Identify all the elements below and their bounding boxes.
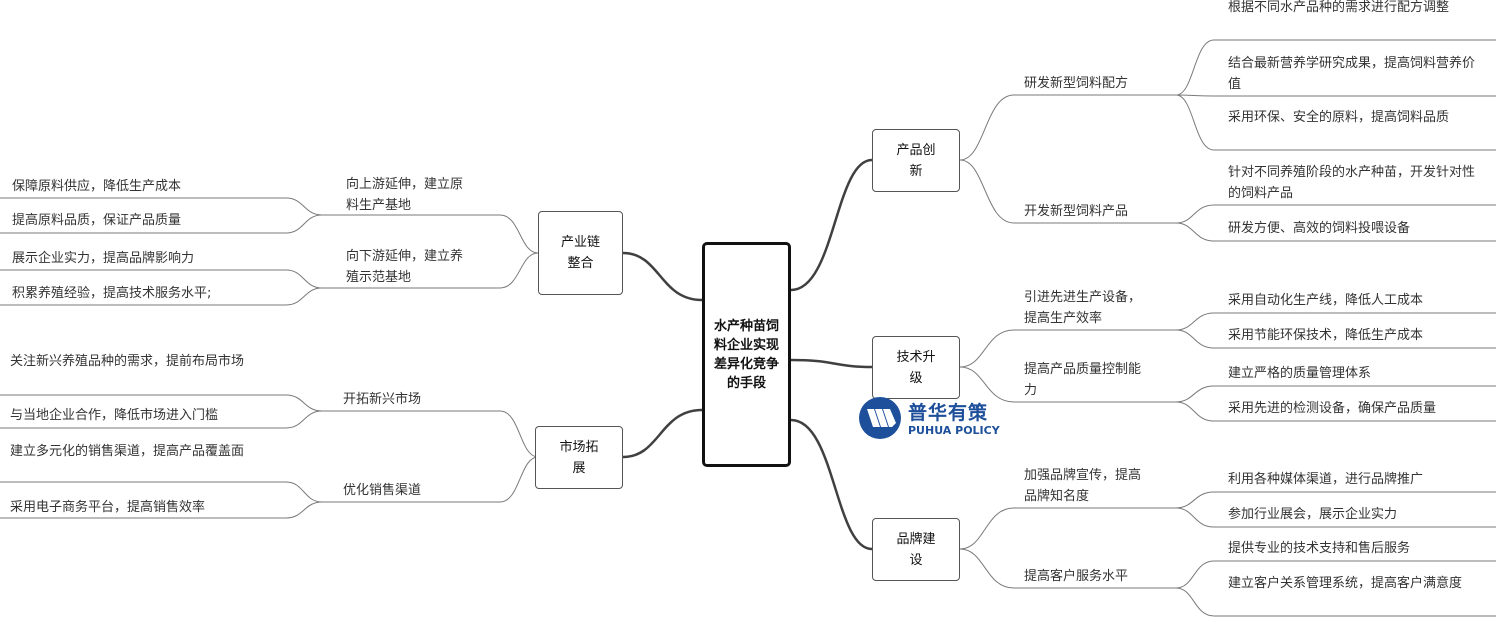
logo-chinese-text: 普华有策: [908, 402, 989, 424]
leaf-item: 针对不同养殖阶段的水产种苗，开发针对性的饲料产品: [1228, 165, 1476, 201]
leaf-item: 采用环保、安全的原料，提高饲料品质: [1228, 110, 1450, 125]
main-connector-1: [790, 358, 873, 369]
leaf-item: 展示企业实力，提高品牌影响力: [12, 251, 195, 266]
branch-connector-43: [499, 214, 539, 254]
leaf-item: 结合最新营养学研究成果，提高饲料营养价值: [1228, 56, 1476, 92]
subtopic-brand-promotion: 加强品牌宣传，提高品牌知名度: [1024, 468, 1142, 504]
leaf-connector-33: [1175, 401, 1215, 422]
leaf-connector-53: [285, 214, 323, 234]
main-connector-4: [622, 408, 703, 459]
leaf-item: 采用自动化生产线，降低人工成本: [1228, 293, 1424, 308]
leaf-item: 提供专业的技术支持和售后服务: [1228, 541, 1411, 556]
leaf-connector-57: [285, 287, 323, 306]
leaf-item: 保障原料供应，降低生产成本: [12, 179, 182, 194]
branch-connector-9: [959, 329, 1015, 368]
subtopic-equipment: 引进先进生产设备，提高生产效率: [1024, 290, 1142, 326]
leaf-connector-59: [285, 394, 323, 412]
leaf-item: 采用先进的检测设备，确保产品质量: [1228, 401, 1437, 416]
branch-connector-15: [959, 548, 1015, 589]
main-connector-3: [622, 251, 703, 302]
leaf-connector-35: [1175, 491, 1215, 509]
leaf-connector-21: [1175, 94, 1215, 151]
topic-product-innovation: 产品创新: [872, 129, 960, 192]
leaf-item: 研发方便、高效的饲料投喂设备: [1228, 221, 1411, 236]
topic-industry-chain: 产业链整合: [538, 211, 623, 295]
puhua-policy-logo: 普华有策 PUHUA POLICY: [858, 396, 1008, 444]
leaf-item: 利用各种媒体渠道，进行品牌推广: [1228, 472, 1424, 487]
leaf-item: 建立客户关系管理系统，提高客户满意度: [1228, 576, 1463, 591]
leaf-item: 与当地企业合作，降低市场进入门槛: [10, 408, 219, 423]
leaf-connector-25: [1175, 222, 1215, 242]
leaf-item: 建立严格的质量管理体系: [1228, 366, 1372, 381]
logo-english-text: PUHUA POLICY: [908, 424, 1000, 437]
leaf-connector-41: [1175, 587, 1215, 617]
topic-brand-building: 品牌建设: [872, 518, 960, 581]
leaf-connector-23: [1175, 204, 1215, 224]
leaf-item: 采用电子商务平台，提高销售效率: [10, 500, 206, 515]
topic-market-expansion: 市场拓展: [535, 426, 623, 489]
leaf-connector-27: [1175, 312, 1215, 331]
leaf-item: 积累养殖经验，提高技术服务水平;: [12, 286, 212, 301]
topic-tech-upgrade: 技术升级: [872, 336, 960, 399]
branch-connector-11: [959, 366, 1015, 403]
leaf-item: 采用节能环保技术，降低生产成本: [1228, 328, 1424, 343]
subtopic-downstream: 向下游延伸，建立养殖示范基地: [346, 249, 464, 285]
subtopic-quality-control: 提高产品质量控制能力: [1024, 362, 1142, 398]
branch-connector-5: [959, 94, 1015, 161]
leaf-connector-61: [285, 410, 323, 429]
subtopic-new-formula: 研发新型饲料配方: [1024, 76, 1129, 91]
leaf-connector-55: [285, 269, 323, 289]
subtopic-upstream: 向上游延伸，建立原料生产基地: [346, 177, 464, 213]
leaf-connector-65: [285, 501, 323, 519]
leaf-item: 提高原料品质，保证产品质量: [12, 213, 182, 228]
leaf-connector-17: [1175, 39, 1215, 96]
leaf-connector-63: [285, 481, 323, 503]
leaf-connector-37: [1175, 507, 1215, 528]
leaf-item: 根据不同水产品种的需求进行配方调整: [1228, 0, 1450, 15]
leaf-connector-51: [285, 197, 323, 216]
branch-connector-49: [499, 456, 539, 503]
main-connector-2: [790, 418, 873, 551]
subtopic-sales-channels: 优化销售渠道: [343, 483, 422, 498]
leaf-item: 关注新兴养殖品种的需求，提前布局市场: [10, 354, 245, 369]
leaf-connector-31: [1175, 385, 1215, 403]
main-connector-0: [790, 158, 873, 292]
subtopic-emerging-market: 开拓新兴市场: [343, 392, 422, 407]
subtopic-customer-service: 提高客户服务水平: [1024, 569, 1129, 584]
central-topic: 水产种苗饲料企业实现差异化竞争的手段: [702, 242, 791, 467]
leaf-connector-19: [1175, 94, 1215, 97]
branch-connector-7: [959, 159, 1015, 224]
puhua-logo-icon: [859, 397, 901, 439]
leaf-connector-29: [1175, 329, 1215, 349]
leaf-item: 参加行业展会，展示企业实力: [1228, 507, 1398, 522]
leaf-item: 建立多元化的销售渠道，提高产品覆盖面: [10, 444, 245, 459]
branch-connector-13: [959, 507, 1015, 550]
subtopic-new-product: 开发新型饲料产品: [1024, 204, 1129, 219]
branch-connector-47: [499, 410, 539, 458]
branch-connector-45: [499, 252, 539, 289]
leaf-connector-39: [1175, 560, 1215, 589]
